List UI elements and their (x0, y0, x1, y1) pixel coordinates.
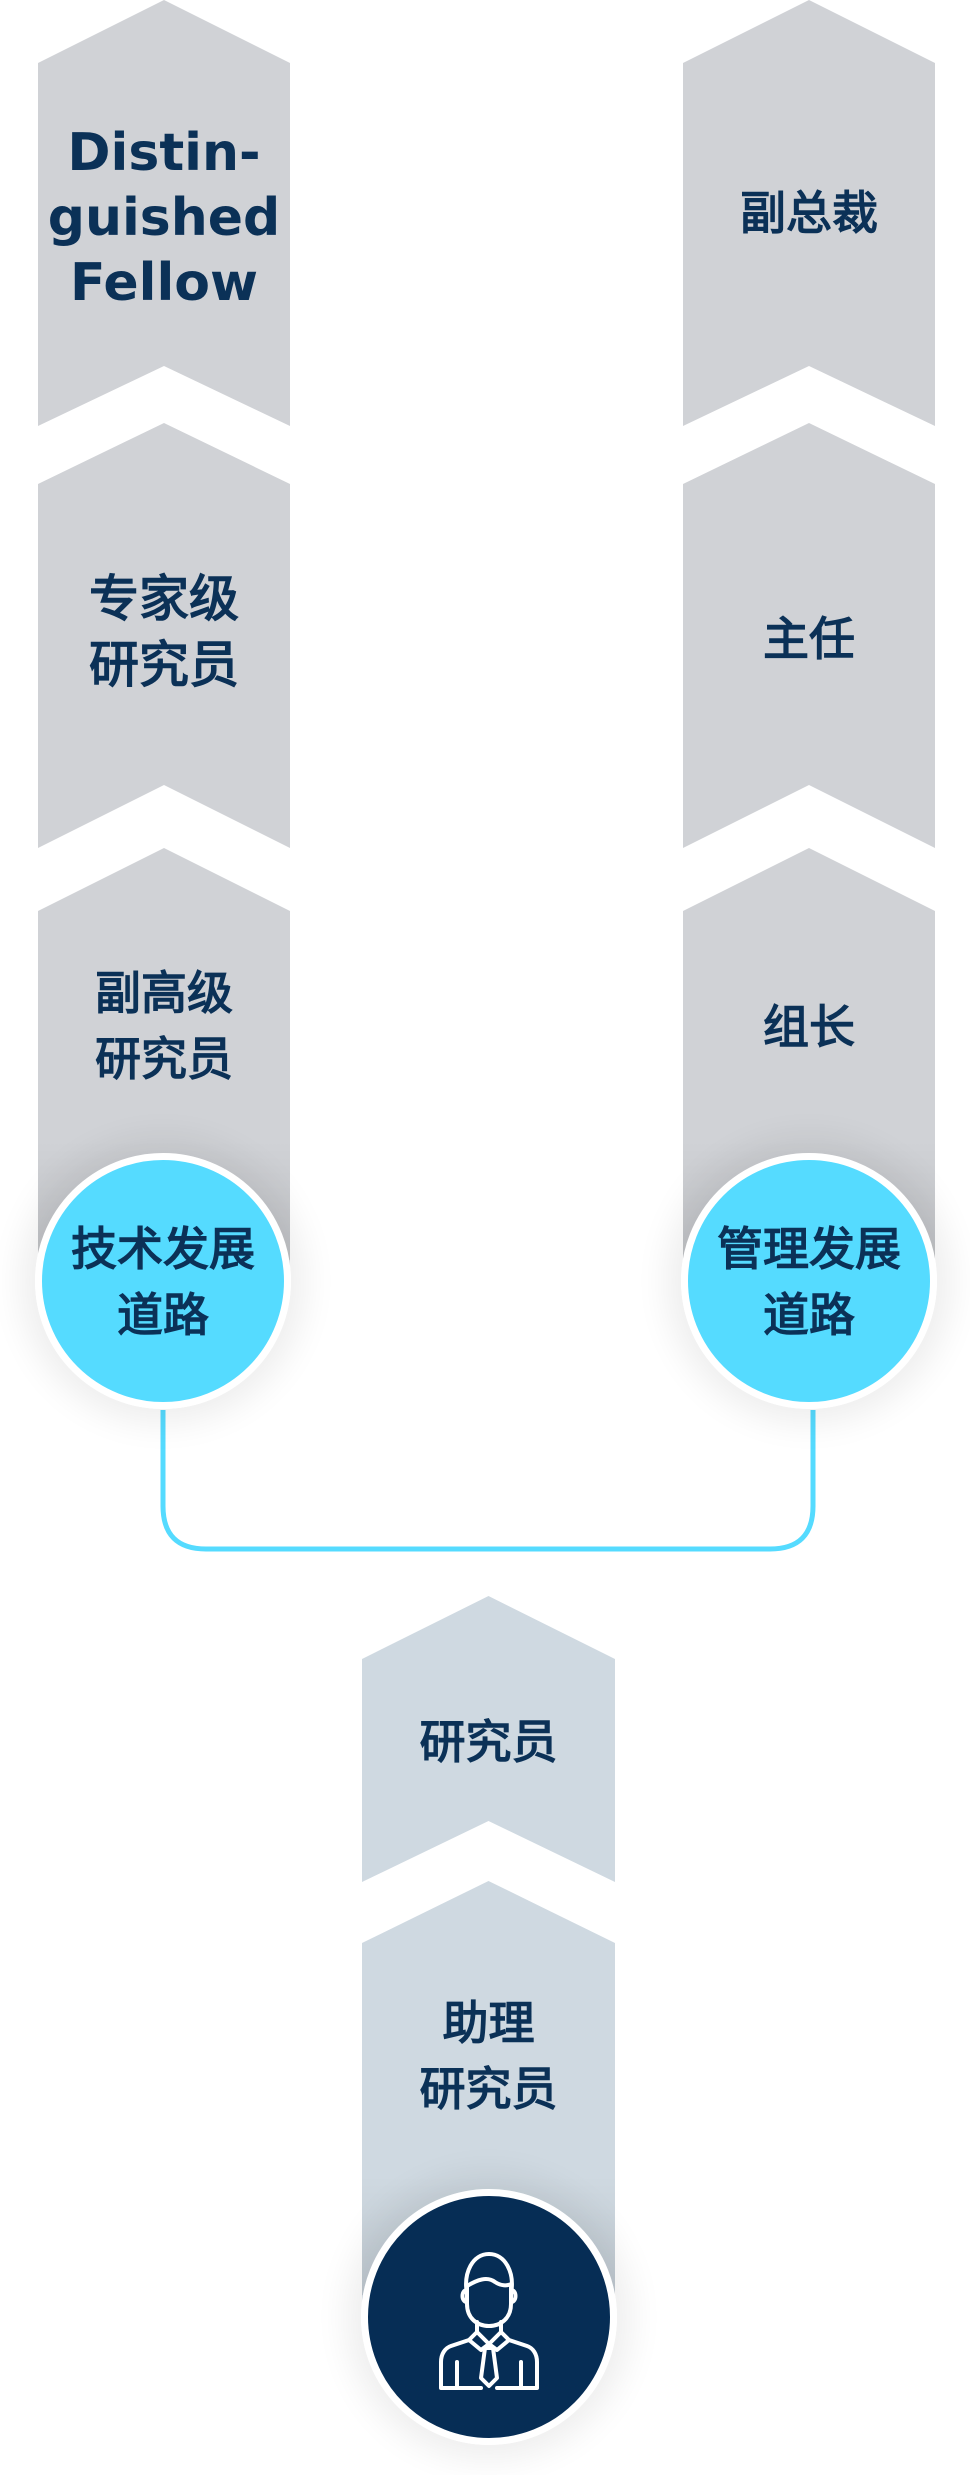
common-level-researcher: 研究员 (362, 1596, 615, 1882)
common-level-assistant-researcher: 助理 研究员 (362, 1881, 615, 2311)
level-label-line: 组长 (763, 1000, 855, 1054)
level-label-line: 专家级 (89, 570, 239, 628)
tech-level-expert-researcher: 专家级 研究员 (38, 423, 290, 848)
tech-path-badge: 技术发展 道路 (35, 1153, 291, 1409)
mgmt-path-label-line2: 道路 (763, 1288, 855, 1342)
level-label-line: 研究员 (89, 636, 239, 694)
tech-path-label-line1: 技术发展 (71, 1222, 255, 1276)
level-label-line: 研究员 (95, 1032, 233, 1086)
level-label-line: guished (47, 188, 281, 248)
tech-path-circle: 技术发展 道路 (35, 1153, 291, 1409)
level-label-line: 研究员 (419, 2062, 558, 2116)
level-label-line: 副总裁 (740, 186, 878, 240)
level-label-line: 助理 (442, 1996, 535, 2050)
tech-level-distinguished-fellow: Distin- guished Fellow (38, 0, 290, 426)
level-label-line: Fellow (69, 253, 259, 313)
mgmt-level-director: 主任 (683, 423, 935, 848)
businessman-icon (439, 2252, 539, 2390)
level-label-line: 主任 (763, 612, 855, 666)
level-label-line: 研究员 (419, 1715, 558, 1769)
start-circle (361, 2189, 617, 2445)
mgmt-path-badge: 管理发展 道路 (681, 1153, 937, 1409)
level-label-line: Distin- (67, 123, 261, 183)
mgmt-path-label-line1: 管理发展 (717, 1222, 901, 1276)
level-label-line: 副高级 (95, 966, 233, 1020)
mgmt-level-vice-president: 副总裁 (683, 0, 935, 426)
mgmt-path-circle: 管理发展 道路 (681, 1153, 937, 1409)
start-badge (361, 2189, 617, 2445)
tech-path-label-line2: 道路 (117, 1288, 209, 1342)
